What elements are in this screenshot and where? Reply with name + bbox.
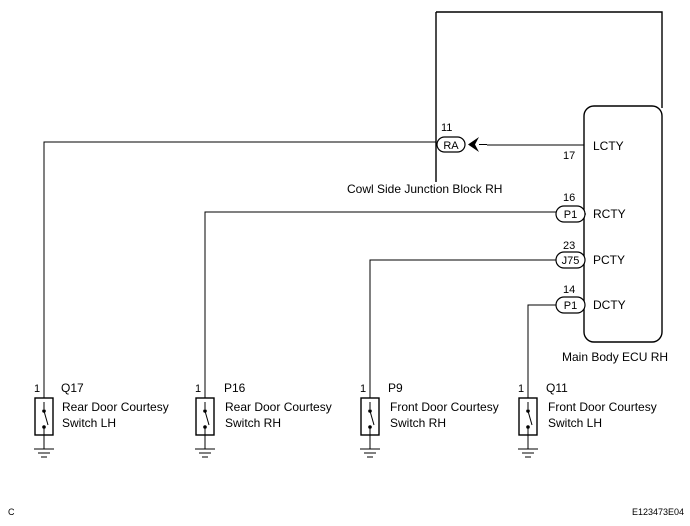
wire-dcty — [527, 304, 556, 411]
ecu-terminal-lcty-label: LCTY — [593, 139, 624, 153]
switch-q11: 1 Q11 Front Door Courtesy Switch LH — [518, 381, 657, 458]
connector-ra: RA — [436, 136, 466, 153]
ecu-terminal-16-pin: 16 — [563, 192, 575, 204]
main-body-ecu-box — [583, 105, 663, 343]
switch-p9-name-line1: Front Door Courtesy — [390, 400, 499, 414]
switch-p16-name-line2: Switch RH — [225, 416, 281, 430]
svg-text:J75: J75 — [562, 255, 580, 267]
ground-icon — [195, 448, 215, 458]
switch-p9-code: P9 — [388, 381, 403, 395]
wire-pcty — [369, 259, 556, 411]
connector-j75-pcty: J75 — [555, 251, 586, 269]
switch-q17-pin: 1 — [34, 383, 40, 395]
main-body-ecu-name: Main Body ECU RH — [562, 350, 668, 364]
ecu-terminal-dcty-label: DCTY — [593, 298, 626, 312]
ground-icon — [34, 448, 54, 458]
ground-icon — [360, 448, 380, 458]
switch-q17: 1 Q17 Rear Door Courtesy Switch LH — [34, 381, 169, 458]
switch-q11-pin: 1 — [518, 383, 524, 395]
ecu-terminal-rcty-label: RCTY — [593, 207, 626, 221]
svg-text:P1: P1 — [564, 209, 577, 221]
ecu-terminal-17-pin: 17 — [563, 150, 575, 162]
connector-p1-dcty: P1 — [555, 296, 586, 314]
switch-q11-code: Q11 — [546, 381, 568, 395]
switch-p16-name-line1: Rear Door Courtesy — [225, 400, 332, 414]
connector-p1-rcty: P1 — [555, 205, 586, 223]
switch-p9-pin: 1 — [360, 383, 366, 395]
wire-lcty — [43, 141, 584, 411]
footer-left-code: C — [8, 507, 15, 517]
ground-icon — [518, 448, 538, 458]
junction-block-outline — [436, 11, 663, 108]
junction-pin-number: 11 — [441, 122, 452, 134]
ecu-terminal-14-pin: 14 — [563, 284, 575, 296]
ecu-terminal-pcty-label: PCTY — [593, 253, 625, 267]
svg-text:P1: P1 — [564, 300, 577, 312]
switch-q17-name-line2: Switch LH — [62, 416, 116, 430]
connector-ra-label: RA — [443, 140, 459, 152]
switch-q11-name-line2: Switch LH — [548, 416, 602, 430]
switch-q11-name-line1: Front Door Courtesy — [548, 400, 657, 414]
switch-p9-name-line2: Switch RH — [390, 416, 446, 430]
switch-q17-code: Q17 — [61, 381, 84, 395]
switch-p9: 1 P9 Front Door Courtesy Switch RH — [360, 381, 499, 458]
junction-block-name: Cowl Side Junction Block RH — [347, 182, 502, 196]
ecu-terminal-23-pin: 23 — [563, 240, 575, 252]
switch-p16-pin: 1 — [195, 383, 201, 395]
switch-q17-name-line1: Rear Door Courtesy — [62, 400, 169, 414]
switch-p16-code: P16 — [224, 381, 246, 395]
switch-p16: 1 P16 Rear Door Courtesy Switch RH — [195, 381, 332, 458]
connector-arrow-icon — [468, 137, 479, 152]
figure-id: E123473E04 — [632, 507, 684, 517]
